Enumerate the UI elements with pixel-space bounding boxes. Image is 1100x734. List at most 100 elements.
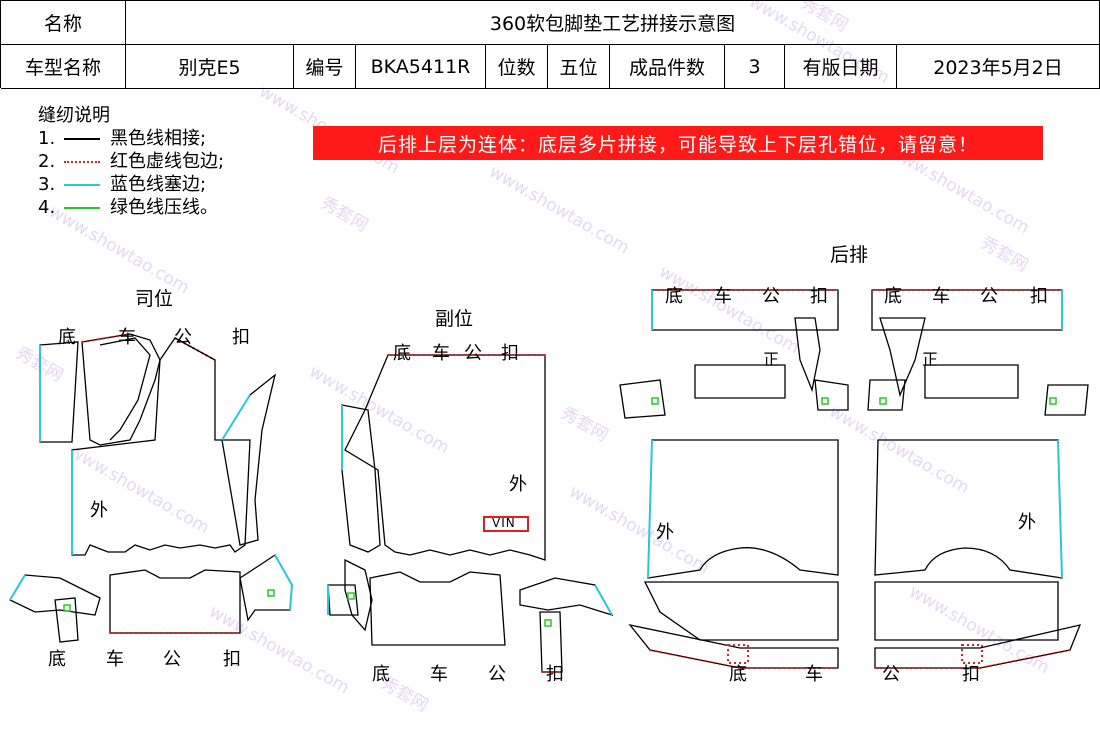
legend-text: 红色虚线包边;	[110, 151, 225, 172]
label-che: 车	[118, 327, 136, 348]
rear-left-ear	[619, 379, 666, 419]
black-line-swatch	[64, 137, 100, 140]
rear-mid-bar-right	[924, 364, 1019, 399]
driver-right-piece	[221, 373, 277, 546]
label-di: 底	[58, 327, 76, 348]
rear-center-connector	[794, 317, 821, 393]
label-gong: 公	[488, 664, 506, 685]
label-gong: 公	[163, 649, 181, 670]
sewing-legend: 缝纫说明 1. 黑色线相接; 2. 红色虚线包边; 3. 蓝色线塞边; 4. 绿…	[38, 104, 224, 219]
label-che: 车	[106, 649, 124, 670]
rear-right-panel	[874, 439, 1063, 579]
label-gong: 公	[762, 286, 780, 307]
legend-item: 4. 绿色线压线。	[38, 196, 224, 219]
driver-main-piece	[81, 333, 161, 446]
label-che: 车	[430, 664, 448, 685]
passenger-bottom-right	[519, 577, 614, 617]
rear-pattern	[619, 289, 1089, 669]
rear-center-ear	[814, 379, 849, 411]
rear-green-marker	[879, 397, 887, 405]
passenger-bottom-left	[327, 584, 359, 616]
rear-left-lower	[643, 581, 839, 641]
legend-title: 缝纫说明	[38, 105, 110, 126]
rear-bottom-left-dotted	[649, 649, 838, 669]
legend-text: 绿色线压线。	[110, 197, 218, 218]
blue-line-swatch	[64, 183, 100, 186]
name-label: 名称	[1, 1, 126, 45]
label-che: 车	[714, 286, 732, 307]
label-kou: 扣	[501, 343, 519, 364]
label-di: 底	[393, 343, 411, 364]
driver-green-marker	[63, 604, 71, 612]
label-kou: 扣	[962, 664, 980, 685]
rear-right-lower	[874, 581, 1059, 641]
driver-small-tab	[54, 597, 79, 643]
rear-green-marker	[651, 397, 659, 405]
model-value: 别克E5	[126, 45, 294, 89]
driver-bottom-center	[109, 569, 241, 634]
header-table: 名称 360软包脚垫工艺拼接示意图 车型名称 别克E5 编号 BKA5411R …	[0, 0, 1100, 89]
label-di: 底	[665, 286, 683, 307]
label-gong: 公	[980, 286, 998, 307]
rear-right-panel-blue	[1057, 439, 1063, 579]
label-gong: 公	[882, 664, 900, 685]
driver-section-title: 司位	[135, 288, 174, 310]
rear-green-marker	[821, 397, 829, 405]
legend-num: 4.	[38, 197, 56, 218]
legend-item: 1. 黑色线相接;	[38, 127, 224, 150]
legend-num: 1.	[38, 128, 56, 149]
red-dotted-line-swatch	[64, 160, 100, 163]
code-label: 编号	[294, 45, 356, 89]
driver-pattern	[9, 333, 294, 643]
label-di: 底	[729, 664, 747, 685]
label-kou: 扣	[1030, 286, 1048, 307]
label-che: 车	[805, 664, 823, 685]
label-gong: 公	[464, 343, 482, 364]
vin-box	[483, 516, 529, 532]
rear-tab	[727, 644, 749, 664]
passenger-main	[344, 354, 546, 561]
seats-value: 五位	[548, 45, 610, 89]
label-di: 底	[372, 664, 390, 685]
driver-green-marker	[267, 589, 275, 597]
passenger-bottom-right-blue	[594, 584, 613, 616]
label-di: 底	[884, 286, 902, 307]
driver-top-dotted	[81, 333, 216, 361]
date-label: 有版日期	[785, 45, 897, 89]
driver-bottom-left-blue	[9, 574, 26, 601]
rear-left-panel	[647, 439, 839, 579]
rear-left-panel-blue	[647, 439, 653, 579]
warning-banner: 后排上层为连体：底层多片拼接，可能导致上下层孔错位，请留意！	[313, 126, 1043, 160]
label-kou: 扣	[810, 286, 828, 307]
label-kou: 扣	[232, 327, 250, 348]
driver-right-blue-edge	[221, 394, 251, 441]
rear-mid-bar-left	[694, 364, 786, 399]
passenger-bottom-center	[369, 571, 506, 646]
driver-left-piece	[39, 341, 79, 443]
label-wai: 外	[90, 500, 108, 521]
passenger-green-marker	[544, 619, 552, 627]
pieces-label: 成品件数	[610, 45, 725, 89]
driver-bottom-left	[9, 574, 101, 616]
rear-tab	[961, 644, 983, 664]
driver-bottom-right-piece	[239, 554, 293, 622]
rear-section-title: 后排	[830, 244, 869, 266]
label-wai: 外	[509, 474, 527, 495]
label-kou: 扣	[546, 664, 564, 685]
passenger-pattern	[327, 354, 614, 673]
label-gong: 公	[174, 327, 192, 348]
rear-bottom-right-dotted	[875, 649, 1071, 669]
rear-right-ear	[1044, 384, 1089, 416]
driver-strip-piece	[99, 337, 151, 441]
passenger-green-marker	[347, 592, 355, 600]
rear-center-ear	[867, 379, 906, 411]
legend-item: 2. 红色虚线包边;	[38, 150, 224, 173]
code-value: BKA5411R	[356, 45, 486, 89]
label-kou: 扣	[223, 649, 241, 670]
driver-bottom-right-blue	[274, 554, 294, 611]
rear-green-marker	[1049, 397, 1057, 405]
passenger-bottom-leaf	[344, 558, 373, 632]
green-line-swatch	[64, 206, 100, 209]
label-wai: 外	[1018, 512, 1036, 533]
seats-label: 位数	[486, 45, 548, 89]
